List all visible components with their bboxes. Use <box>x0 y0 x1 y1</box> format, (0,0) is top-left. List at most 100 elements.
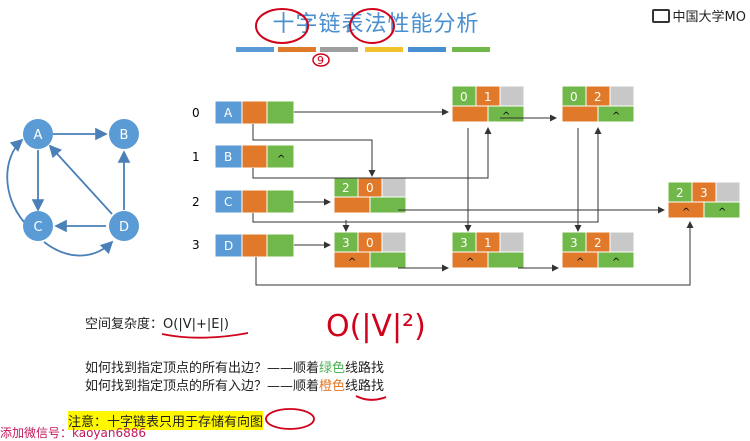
null-mark: ^ <box>502 111 510 122</box>
logo-icon <box>651 8 670 23</box>
null-mark: ^ <box>682 207 690 218</box>
arc-node: 3 2 ^ ^ <box>561 231 635 269</box>
question-text: 如何找到指定顶点的所有入边？——顺着 <box>85 379 320 394</box>
title-marker-circle <box>312 53 330 67</box>
headvex-label: 1 <box>484 236 492 250</box>
arc-node: 3 1 ^ <box>451 231 525 269</box>
color-underline <box>355 395 387 401</box>
tailvex-label: 3 <box>342 236 350 250</box>
tailvex-label: 0 <box>460 90 468 104</box>
info-cell <box>381 176 407 198</box>
row-index: 0 <box>192 106 200 120</box>
graph-edge <box>48 144 113 215</box>
headvex-label: 1 <box>484 90 492 104</box>
hlink-cell <box>451 105 489 123</box>
headvex-label: 0 <box>366 181 374 195</box>
null-mark: ^ <box>576 257 584 268</box>
tlink-cell <box>597 105 635 123</box>
incoming-edges-question: 如何找到指定顶点的所有入边？——顺着橙色线路找 <box>85 375 384 394</box>
space-complexity-label: 空间复杂度： <box>85 317 164 332</box>
graph-node <box>109 211 139 241</box>
formula-underline <box>161 332 249 339</box>
null-mark: ^ <box>612 111 620 122</box>
headvex-label: 3 <box>700 186 708 200</box>
null-mark: ^ <box>466 257 474 268</box>
tlink-cell <box>703 201 741 219</box>
info-cell <box>609 231 635 253</box>
question-text: 线路找 <box>345 379 385 394</box>
headvex-label: 2 <box>594 236 602 250</box>
tailvex-label: 3 <box>570 236 578 250</box>
watermark: 添加微信号：kaoyan6886 <box>0 426 147 440</box>
info-cell <box>715 181 741 203</box>
firstin-cell <box>241 100 268 125</box>
pointer-lines <box>252 108 694 286</box>
row-index: 3 <box>192 238 200 252</box>
logo-text: 中国大学MO <box>672 10 746 25</box>
arc-node: 0 2 ^ <box>561 85 635 123</box>
space-complexity-formula: O(|V|+|E|) <box>163 317 229 332</box>
graph-edge <box>43 240 114 257</box>
title-color-bar <box>408 47 446 52</box>
pointer-line <box>252 127 602 223</box>
info-cell <box>609 85 635 107</box>
firstin-cell <box>241 144 268 169</box>
hlink-cell <box>561 105 599 123</box>
firstout-cell <box>266 233 295 258</box>
graph-node <box>23 211 53 241</box>
space-complexity-line: 空间复杂度：O(|V|+|E|) <box>85 313 229 332</box>
handwritten-complexity: O(|V|²) <box>326 309 426 344</box>
title-circle-annotation <box>349 8 395 44</box>
hlink-cell <box>333 196 371 214</box>
graph-node-label: C <box>33 220 42 235</box>
vertex-label: D <box>224 239 233 253</box>
graph-node-label: D <box>119 220 129 235</box>
directed-graph: A B C D <box>6 119 139 257</box>
info-cell <box>499 231 525 253</box>
pointer-line <box>252 127 492 179</box>
title-color-bar <box>452 47 490 52</box>
headvex-label: 2 <box>594 90 602 104</box>
tailvex-label: 3 <box>460 236 468 250</box>
null-mark: ^ <box>277 154 285 165</box>
title-color-bar <box>278 47 316 52</box>
graph-node <box>23 119 53 149</box>
tlink-cell <box>369 251 407 269</box>
vertex-label: A <box>224 106 233 120</box>
firstout-cell <box>266 100 295 125</box>
title-marker: 9 <box>317 54 324 67</box>
tailvex-label: 2 <box>342 181 350 195</box>
firstin-cell <box>241 189 268 214</box>
tlink-cell <box>369 196 407 214</box>
tailvex-label: 0 <box>570 90 578 104</box>
graph-node-label: B <box>120 128 129 143</box>
firstin-cell <box>241 233 268 258</box>
orange-label: 橙色 <box>319 379 346 394</box>
question-text: 线路找 <box>345 361 385 376</box>
outgoing-edges-question: 如何找到指定顶点的所有出边？——顺着绿色线路找 <box>85 357 384 376</box>
note-line: 注意：十字链表只用于存储有向图 <box>68 411 264 430</box>
firstout-cell <box>266 189 295 214</box>
vertex-list: 0 1 2 3 A B ^ C D <box>192 100 295 258</box>
null-mark: ^ <box>612 257 620 268</box>
graph-node <box>109 119 139 149</box>
null-mark: ^ <box>718 207 726 218</box>
vertex-label: C <box>224 195 232 209</box>
green-label: 绿色 <box>319 361 346 376</box>
question-text: 如何找到指定顶点的所有出边？——顺着 <box>85 361 320 376</box>
firstout-cell <box>266 144 295 169</box>
brand-logo: 中国大学MO <box>651 6 746 25</box>
null-mark: ^ <box>348 257 356 268</box>
title-color-bar <box>365 47 403 52</box>
tlink-cell <box>597 251 635 269</box>
title-color-bar <box>320 47 358 52</box>
tlink-cell <box>487 251 525 269</box>
arc-node: 0 1 ^ <box>451 85 525 123</box>
graph-edge <box>6 138 25 223</box>
title-color-bar <box>236 47 274 52</box>
